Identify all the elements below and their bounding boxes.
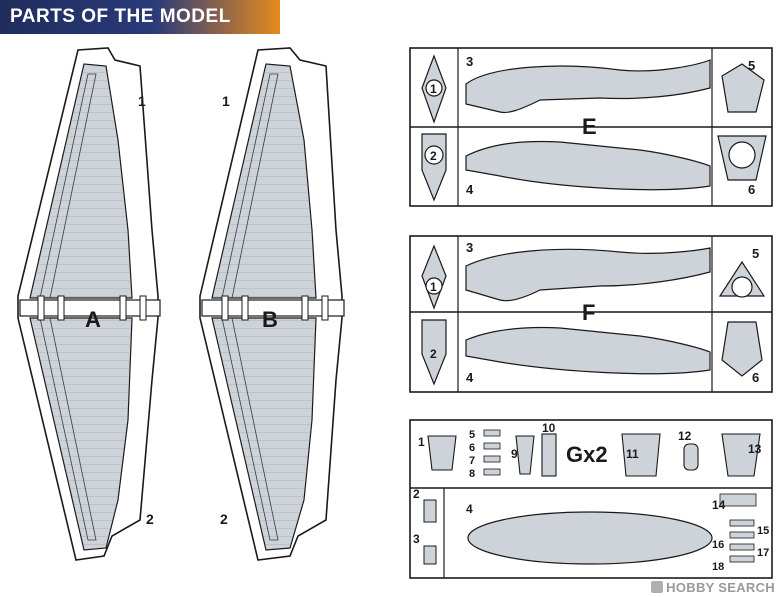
part-number: 2 (413, 487, 420, 501)
float-part-4 (467, 511, 713, 565)
frame-part-13 (721, 433, 761, 477)
wing-lower-b-ribs (212, 318, 316, 550)
frame-part-9 (515, 435, 535, 475)
sprue-letter: F (582, 300, 595, 325)
sprue-frame (409, 419, 773, 579)
small-part-3 (423, 545, 437, 565)
part-number: 5 (748, 58, 755, 73)
frame-part-11 (621, 433, 661, 477)
fuselage-half-3 (465, 59, 711, 114)
part-number: 4 (466, 370, 474, 385)
part-number: 5 (752, 246, 759, 261)
small-parts-15-18 (729, 519, 755, 563)
wing-lower-a-ribs (30, 318, 132, 550)
sprue-frame (409, 235, 773, 393)
part-number: 5 (469, 429, 475, 441)
part-marker (425, 79, 443, 97)
part-number: 1 (430, 280, 437, 294)
part-number: 2 (220, 511, 228, 527)
sprue-letter: A (85, 307, 101, 332)
sprue-a: A 1 2 (17, 47, 161, 561)
part-number: 1 (138, 93, 146, 109)
sprue-b: B 1 2 (199, 47, 345, 561)
part-number: 10 (542, 421, 556, 435)
hobby-search-logo-icon (651, 581, 664, 593)
canopy-part-2 (421, 133, 447, 202)
part-number: 2 (430, 347, 437, 361)
small-parts-5-8 (483, 429, 501, 476)
part-number: 8 (469, 468, 475, 480)
part-number: 3 (413, 532, 420, 546)
wing-lower-b-edge (221, 317, 279, 541)
sprue-e: E 1 2 3 4 5 6 (409, 47, 773, 207)
sprue-g: Gx2 1 2 3 4 5 6 7 8 9 10 11 12 13 14 15 … (409, 419, 773, 579)
part-number: 4 (466, 182, 474, 197)
sprue-gate (221, 295, 229, 321)
part-number: 11 (626, 447, 639, 461)
cowl-opening (731, 276, 753, 298)
part-marker (424, 145, 444, 165)
part-number: 3 (466, 54, 473, 69)
part-number: 17 (757, 547, 769, 559)
cylinder-part-12 (683, 443, 699, 471)
part-number: 1 (418, 435, 425, 449)
sprue-gate (37, 295, 45, 321)
part-number: 14 (712, 498, 726, 512)
wing-upper-a-edge (39, 73, 97, 299)
part-number: 7 (469, 455, 475, 467)
wing-upper-b-ribs (212, 64, 316, 298)
part-number: 1 (222, 93, 230, 109)
sprue-gate (119, 295, 127, 321)
part-number: 4 (466, 502, 473, 516)
engine-cowl-5 (721, 63, 765, 113)
cowl-opening (728, 141, 756, 169)
page-header: PARTS OF THE MODEL (0, 0, 280, 34)
watermark-text: HOBBY SEARCH (666, 580, 775, 595)
part-number: 6 (469, 442, 475, 454)
part-number: 13 (748, 442, 762, 456)
part-number: 2 (146, 511, 154, 527)
wing-lower-a-edge (39, 317, 97, 541)
part-number: 6 (748, 182, 755, 197)
fuselage-half-4 (465, 140, 711, 191)
canopy-part-1 (421, 244, 447, 310)
part-number: 16 (712, 539, 724, 551)
sprue-gate (241, 295, 249, 321)
sprue-frame (17, 47, 159, 561)
part-number: 12 (678, 429, 692, 443)
small-parts-14 (719, 493, 757, 507)
part-number: 1 (430, 82, 437, 96)
engine-cowl-6 (721, 321, 763, 377)
page-title: PARTS OF THE MODEL (10, 6, 231, 27)
fuselage-half-4 (465, 326, 711, 375)
panel-part-10 (541, 433, 557, 477)
small-part-2 (423, 499, 437, 523)
part-number: 9 (511, 447, 518, 461)
sprue-gate (301, 295, 309, 321)
sprue-gate (57, 295, 65, 321)
sprue-letter: B (262, 307, 278, 332)
part-number: 3 (466, 240, 473, 255)
part-number: 2 (430, 149, 437, 163)
pilot-seat-1 (427, 435, 457, 471)
part-number: 6 (752, 370, 759, 385)
part-number: 15 (757, 525, 769, 537)
header-bar (0, 0, 280, 34)
sprue-gate (139, 295, 147, 321)
part-number: 18 (712, 561, 724, 573)
wing-upper-b-edge (221, 73, 279, 299)
sprue-gate (321, 295, 329, 321)
fuselage-half-3 (465, 247, 711, 302)
part-marker (425, 277, 443, 295)
watermark: HOBBY SEARCH (651, 580, 775, 595)
wing-upper-a-ribs (30, 64, 132, 298)
sprue-letter: Gx2 (566, 442, 608, 467)
canopy-part-2 (421, 319, 447, 386)
sprue-f: F 1 2 3 4 5 6 (409, 235, 773, 393)
sprue-frame (199, 47, 343, 561)
sprue-letter: E (582, 114, 597, 139)
